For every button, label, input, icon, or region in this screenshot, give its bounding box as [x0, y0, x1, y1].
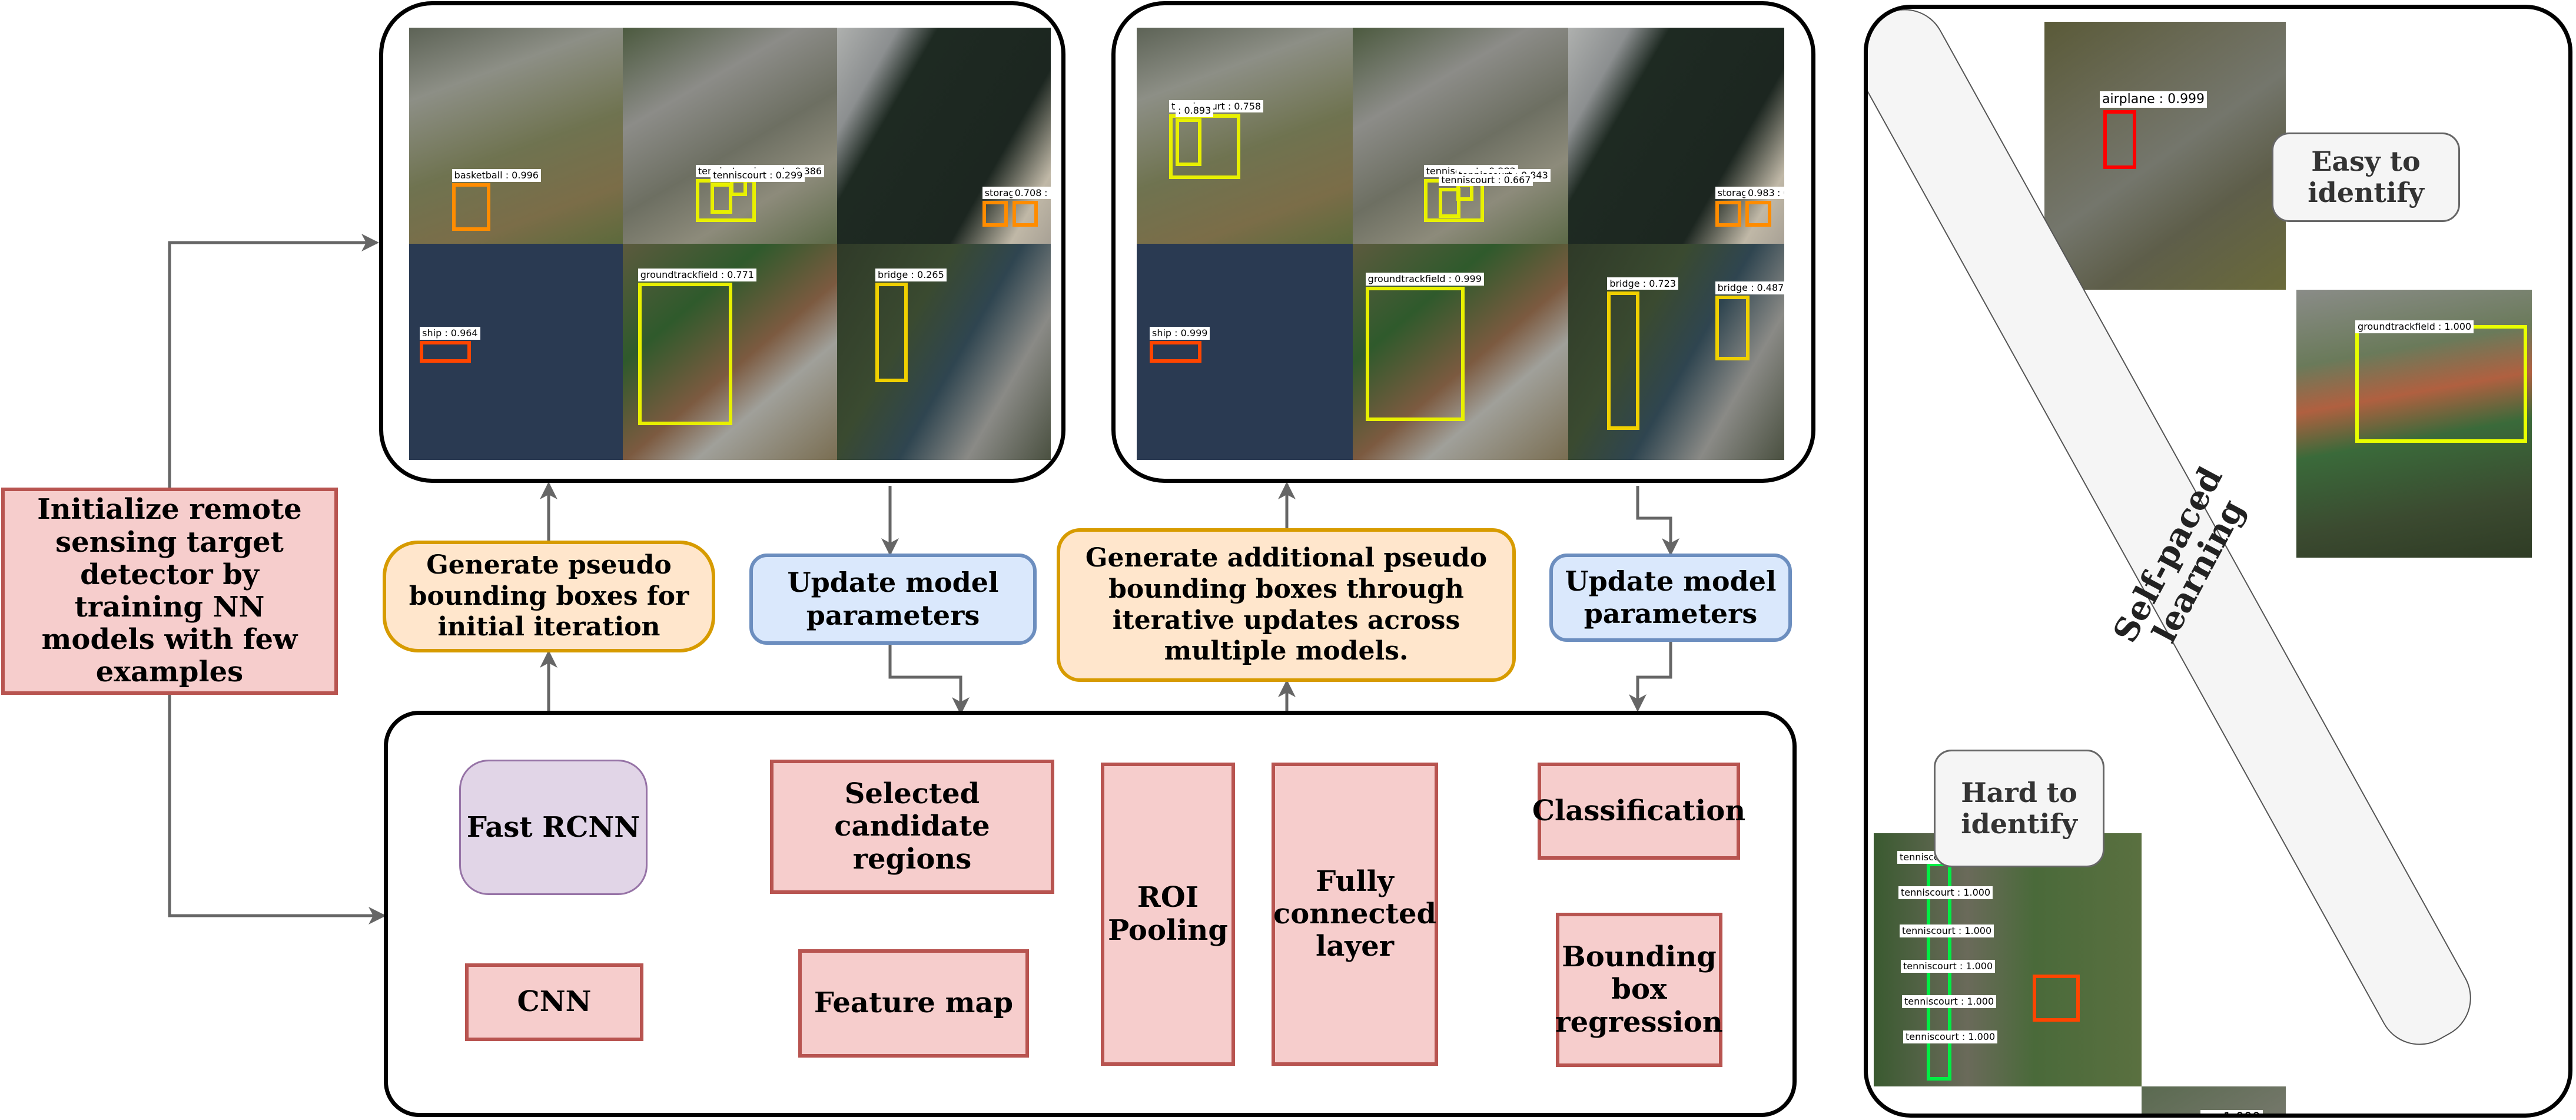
tile-courts: tenniscourt : 1.000 tenniscourt : 1.000 … [1874, 833, 2142, 1086]
tile-bridge: bridge : 0.723 bridge : 0.487 [1568, 244, 1784, 460]
tile-harbor: storagetank : 0.6530.708 [836, 28, 1051, 244]
candidate-regions-text: Selected candidate regions [834, 777, 990, 876]
detection-label: tenniscourt : 1.000 [1898, 886, 1993, 899]
tile-campus: tenniscourt : 0.982tenniscourt : 0.843te… [1352, 28, 1569, 244]
classification-box: Classification [1532, 763, 1745, 860]
tile-water: ship : 0.999 [1137, 244, 1353, 460]
generate-additional-text: Generate additional pseudo bounding boxe… [1085, 542, 1488, 667]
arrow-update-to-rcnn [888, 645, 970, 715]
bbox-regression-box: Bounding box regression [1555, 913, 1723, 1067]
detection-label: groundtrackfield : 0.999 [1365, 273, 1484, 286]
self-paced-label: Self-paced learning [2105, 460, 2252, 649]
fast-rcnn-label-box: Fast RCNN [459, 760, 648, 895]
detection-box [1745, 200, 1771, 227]
candidate-regions-box: Selected candidate regions [770, 760, 1054, 894]
tile-park: tenniscourt : 0.758: 0.893 [1137, 28, 1353, 244]
generate-initial-box: Generate pseudo bounding boxes for initi… [383, 541, 715, 652]
detection-label: 0.708 [1012, 186, 1044, 200]
fully-connected-text: Fully connected layer [1273, 864, 1437, 963]
tile-harbor: storagetank : 0.9780.983 [1568, 28, 1784, 244]
detection-box [1012, 200, 1038, 227]
detection-label: ship : 0.999 [1149, 327, 1210, 340]
roi-pooling-text: ROI Pooling [1108, 881, 1228, 947]
arrow-init-to-panel [168, 234, 379, 488]
detection-label: : 0.893 [1175, 104, 1214, 117]
update-params-box-2: Update model parameters [1549, 554, 1792, 642]
detection-label: groundtrackfield : 0.771 [638, 269, 756, 281]
detection-box [1607, 291, 1640, 430]
detection-box [875, 283, 908, 382]
detection-label: bridge : 0.265 [875, 269, 947, 281]
arrow-update2-to-rcnn [1629, 642, 1672, 712]
detection-box [638, 283, 732, 426]
detection-box [1715, 296, 1750, 361]
detection-box [2355, 325, 2527, 443]
detection-label: bridge : 0.723 [1607, 277, 1679, 290]
feature-map-box: Feature map [798, 949, 1029, 1058]
bbox-regression-text: Bounding box regression [1555, 940, 1723, 1039]
tile-field: groundtrackfield : 0.771 [623, 244, 837, 460]
detection-label: e : 1.000 [2200, 1110, 2263, 1114]
detection-label: tenniscourt : 1.000 [1901, 960, 1996, 973]
detection-box [1149, 341, 1201, 363]
detection-label: tenniscourt : 0.299 [711, 169, 805, 182]
tile-track: groundtrackfield : 1.000 [2296, 290, 2532, 558]
update-params-text-2: Update model parameters [1565, 565, 1777, 629]
tile-runway: airplane : 0.999 [2044, 22, 2286, 290]
detection-label: airplane : 0.999 [2100, 91, 2207, 108]
detection-box [982, 200, 1008, 227]
tile-field: groundtrackfield : 0.999 [1352, 244, 1569, 460]
tile-park: basketball : 0.996 [409, 28, 623, 244]
update-params-box-1: Update model parameters [749, 554, 1037, 645]
detection-box [452, 183, 491, 231]
panel-initial-detections: basketball : 0.996 tenniscourt : 0.374ten… [379, 1, 1065, 483]
detection-box [711, 183, 732, 214]
cnn-text: CNN [517, 985, 592, 1019]
arrow-panel2-to-update2 [1636, 486, 1679, 556]
detection-label: basketball : 0.996 [452, 169, 541, 182]
arrow-init-to-fastrcnn [168, 695, 386, 925]
easy-callout: Easy to identify [2272, 132, 2460, 222]
easy-callout-text: Easy to identify [2308, 145, 2424, 208]
detection-label: ship : 0.964 [420, 327, 480, 340]
detection-label: tenniscourt : 1.000 [1900, 925, 1994, 937]
generate-initial-text: Generate pseudo bounding boxes for initi… [409, 549, 689, 642]
detection-box [420, 341, 472, 363]
detection-grid-initial: basketball : 0.996 tenniscourt : 0.374ten… [409, 28, 1051, 460]
detection-label: groundtrackfield : 1.000 [2355, 320, 2474, 333]
detection-box [2103, 110, 2136, 169]
feature-map-text: Feature map [814, 986, 1014, 1020]
roi-pooling-box: ROI Pooling [1101, 763, 1235, 1066]
hard-callout: Hard to identify [1934, 750, 2104, 867]
detection-label: tenniscourt : 1.000 [1902, 995, 1997, 1008]
update-params-text-1: Update model parameters [787, 566, 999, 631]
fast-rcnn-title: Fast RCNN [466, 811, 640, 844]
hard-callout-text: Hard to identify [1961, 777, 2077, 840]
detection-box [2033, 975, 2080, 1022]
tile-water: ship : 0.964 [409, 244, 623, 460]
detection-label: tenniscourt : 1.000 [1903, 1030, 1998, 1043]
self-paced-panel: airplane : 0.999 groundtrackfield : 1.00… [1864, 5, 2572, 1118]
detection-label: tenniscourt : 0.667 [1439, 173, 1533, 187]
cnn-box: CNN [465, 963, 643, 1041]
detection-label: 0.983 [1745, 186, 1777, 200]
detection-box [1175, 118, 1201, 166]
init-detector-text: Initialize remote sensing target detecto… [37, 493, 302, 689]
detection-box [1439, 187, 1460, 218]
detection-label: bridge : 0.487 [1715, 281, 1784, 294]
detection-box [1715, 200, 1741, 227]
tile-campus: tenniscourt : 0.374tenniscourt : 0.386te… [623, 28, 837, 244]
detection-box [1365, 287, 1465, 421]
tile-railyard: e : 1.000 [2142, 1086, 2286, 1114]
classification-text: Classification [1532, 794, 1746, 827]
generate-additional-box: Generate additional pseudo bounding boxe… [1057, 528, 1516, 682]
init-detector-box: Initialize remote sensing target detecto… [1, 488, 338, 695]
fully-connected-box: Fully connected layer [1272, 763, 1438, 1066]
tile-bridge: bridge : 0.265 [836, 244, 1051, 460]
